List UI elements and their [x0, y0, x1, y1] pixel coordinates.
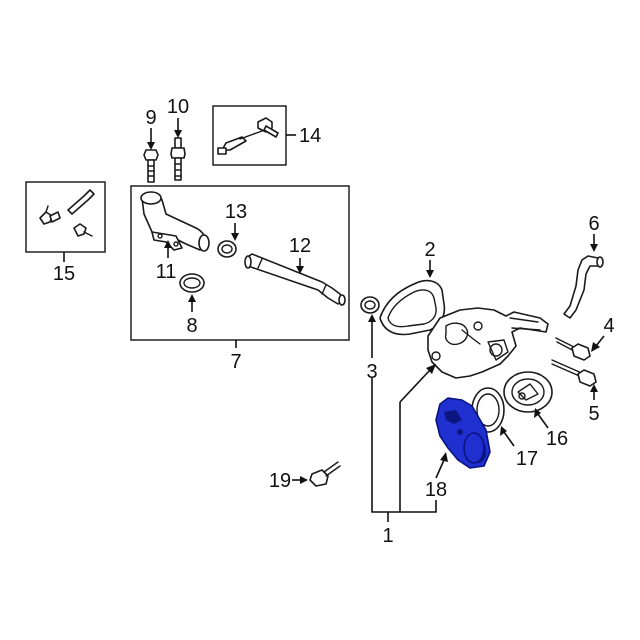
stud-part-10[interactable]	[170, 137, 186, 181]
callout-1: 1	[382, 525, 393, 547]
thermostat-part-16[interactable]	[503, 371, 553, 413]
seal-part-13[interactable]	[217, 240, 237, 258]
housing-part-1[interactable]	[427, 307, 549, 379]
callout-14: 14	[299, 125, 321, 147]
group-box-7	[130, 185, 350, 341]
leader-lines	[63, 118, 605, 522]
callout-5: 5	[588, 403, 599, 425]
callout-17: 17	[516, 448, 538, 470]
seal-part-3[interactable]	[360, 296, 380, 314]
bolt-part-5[interactable]	[551, 359, 597, 387]
callout-13: 13	[225, 201, 247, 223]
bolt-part-4[interactable]	[555, 337, 591, 361]
callout-12: 12	[289, 235, 311, 257]
callout-18: 18	[425, 479, 447, 501]
gasket-part-2[interactable]	[379, 279, 446, 336]
o-ring-part-8[interactable]	[179, 273, 205, 293]
callout-2: 2	[424, 239, 435, 261]
callout-9: 9	[145, 107, 156, 129]
bolt-part-19[interactable]	[309, 461, 341, 487]
thermostat-housing-part-18[interactable]	[435, 397, 491, 469]
callout-6: 6	[588, 213, 599, 235]
callout-19: 19	[269, 470, 291, 492]
group-box-15	[25, 181, 106, 253]
bolt-part-9[interactable]	[143, 149, 159, 183]
coolant-outlet-part-11[interactable]	[140, 191, 210, 252]
callout-15: 15	[53, 263, 75, 285]
sensor-part-14[interactable]	[217, 117, 279, 155]
hardware-part-15[interactable]	[39, 189, 95, 237]
callout-11: 11	[156, 261, 177, 283]
callout-4: 4	[603, 315, 614, 337]
coolant-pipe-part-12[interactable]	[244, 253, 346, 306]
callout-7: 7	[230, 351, 241, 373]
callout-3: 3	[366, 361, 377, 383]
callout-16: 16	[546, 428, 568, 450]
callout-10: 10	[167, 96, 189, 118]
callout-8: 8	[186, 315, 197, 337]
hose-part-6[interactable]	[563, 255, 604, 319]
callout-labels: 9 10 14 15 11 13 12 8 7 2 3 6 4 5 16 17 …	[53, 96, 615, 547]
